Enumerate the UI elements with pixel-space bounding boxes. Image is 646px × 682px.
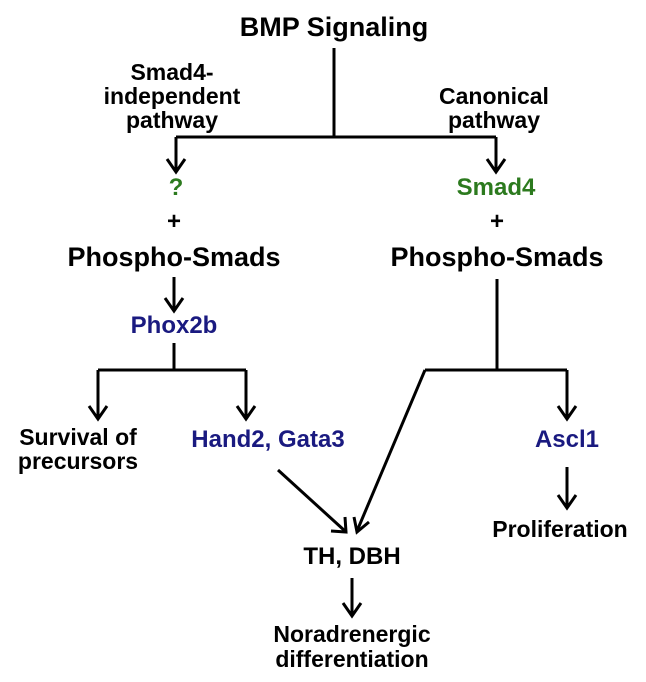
phospho-smads-right-label: Phospho-Smads [390,242,603,272]
unknown-factor-arrowhead [165,158,187,175]
survival-label-line2: precursors [18,448,138,474]
phospho-smads-left-label: Phospho-Smads [67,242,280,272]
phox2b-arrowhead [163,297,185,314]
proliferation-arrowhead [556,494,578,511]
plus-left-label: + [167,208,181,235]
survival-arrowhead [87,405,109,422]
unknown-factor-label: ? [169,174,184,201]
ascl1-arrowhead [556,405,578,422]
smad4-arrowhead [485,158,507,175]
bmp-signaling-label: BMP Signaling [240,12,429,42]
survival-label-line1: Survival of [19,424,137,450]
plus-right-label: + [490,208,504,235]
canonical-pathway-label-line2: pathway [448,107,540,133]
smad4-independent-label-line2: independent [104,83,241,109]
ascl1-label: Ascl1 [535,426,599,453]
noradrenergic-label-line1: Noradrenergic [273,621,430,647]
th-arrowhead-left [330,516,348,534]
smad4-independent-label-line1: Smad4- [130,59,213,85]
th-dbh-label: TH, DBH [303,543,400,570]
noradrenergic-label-line2: differentiation [275,646,428,672]
th-arrowhead-right [352,516,370,535]
smad4-independent-label-line3: pathway [126,107,218,133]
hand2-arrowhead [235,405,257,422]
smad4-label: Smad4 [457,174,536,201]
hand2-gata3-label: Hand2, Gata3 [191,426,344,453]
phospho-to-th-line [355,369,427,532]
canonical-pathway-label-line1: Canonical [439,83,549,109]
phox2b-label: Phox2b [131,312,218,339]
connectors [87,48,578,619]
noradrenergic-arrowhead [341,602,363,619]
hand2-to-th-line [276,468,347,533]
proliferation-label: Proliferation [492,516,627,542]
